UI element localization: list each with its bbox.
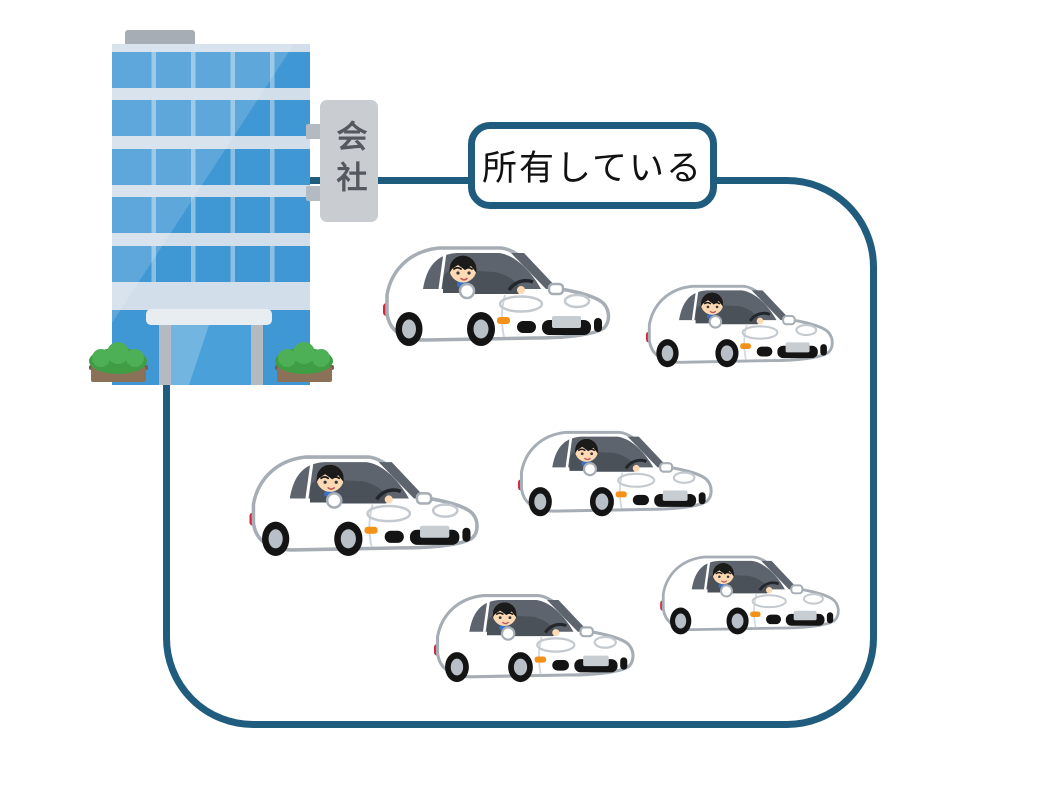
ownership-label: 所有している (468, 122, 717, 209)
company-building-illustration (88, 28, 335, 388)
ownership-label-text: 所有している (482, 149, 703, 188)
glass-shine (112, 44, 294, 323)
building-graphic (89, 30, 334, 385)
sign-bracket-top (306, 124, 323, 139)
car-illustration-6 (434, 591, 637, 684)
sign-bracket-bottom (306, 186, 323, 201)
bush-right (275, 342, 334, 382)
car-illustration-3 (249, 452, 482, 558)
company-sign: 会社 (320, 100, 378, 222)
door-shine (171, 325, 209, 385)
bush-left (89, 342, 148, 382)
car-illustration-4 (518, 428, 715, 518)
rooftop-structure (125, 30, 195, 46)
company-sign-text: 会社 (331, 120, 367, 202)
entrance-canopy (146, 309, 272, 325)
entrance-pillar-left (159, 325, 171, 385)
entrance-pillar-right (251, 325, 263, 385)
car-illustration-2 (646, 282, 836, 369)
car-illustration-1 (383, 243, 613, 348)
car-illustration-5 (660, 553, 842, 636)
entrance-glass-door (171, 325, 251, 385)
